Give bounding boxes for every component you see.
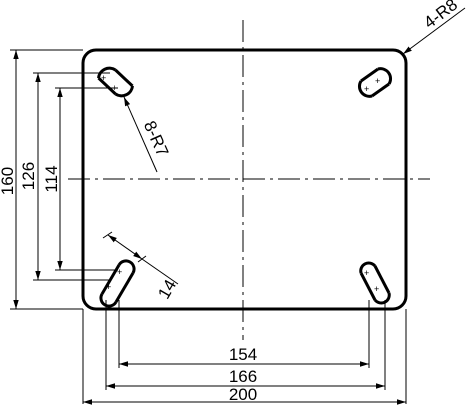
dimension-14-label: 14: [154, 276, 180, 302]
callout-corner-radius-label: 4-R8: [420, 0, 461, 32]
svg-text:+: +: [106, 282, 111, 292]
svg-text:+: +: [364, 84, 369, 94]
dimension-14: 14: [102, 231, 180, 302]
callout-slot-radius: 8-R7: [123, 96, 172, 173]
dimension-126-label: 126: [19, 162, 38, 190]
svg-text:+: +: [364, 268, 369, 278]
svg-text:+: +: [101, 73, 106, 83]
dimension-160-label: 160: [0, 167, 17, 195]
svg-text:+: +: [117, 267, 122, 277]
horizontal-extension-lines: [82, 300, 407, 404]
svg-text:+: +: [375, 76, 380, 86]
svg-text:+: +: [374, 284, 379, 294]
dimension-154: 154: [119, 345, 369, 367]
dimension-166-label: 166: [229, 367, 257, 386]
dimension-166: 166: [106, 367, 385, 389]
vertical-extension-lines: [10, 49, 118, 310]
dimension-114: 114: [42, 88, 63, 270]
callout-corner-radius: 4-R8: [402, 0, 466, 55]
dimension-154-label: 154: [229, 345, 257, 364]
slot-bottom-right: + +: [359, 261, 391, 305]
dimension-114-label: 114: [42, 165, 61, 192]
dimension-200-label: 200: [229, 385, 257, 404]
slot-top-left: + +: [97, 66, 134, 98]
dimension-126: 126: [19, 73, 41, 280]
dimension-160: 160: [0, 50, 19, 309]
slot-bottom-left: + +: [99, 259, 136, 308]
plate-outline: [81, 48, 408, 311]
callout-slot-radius-label: 8-R7: [140, 118, 172, 159]
slot-top-right: + +: [357, 67, 393, 98]
dimension-200: 200: [83, 385, 406, 405]
